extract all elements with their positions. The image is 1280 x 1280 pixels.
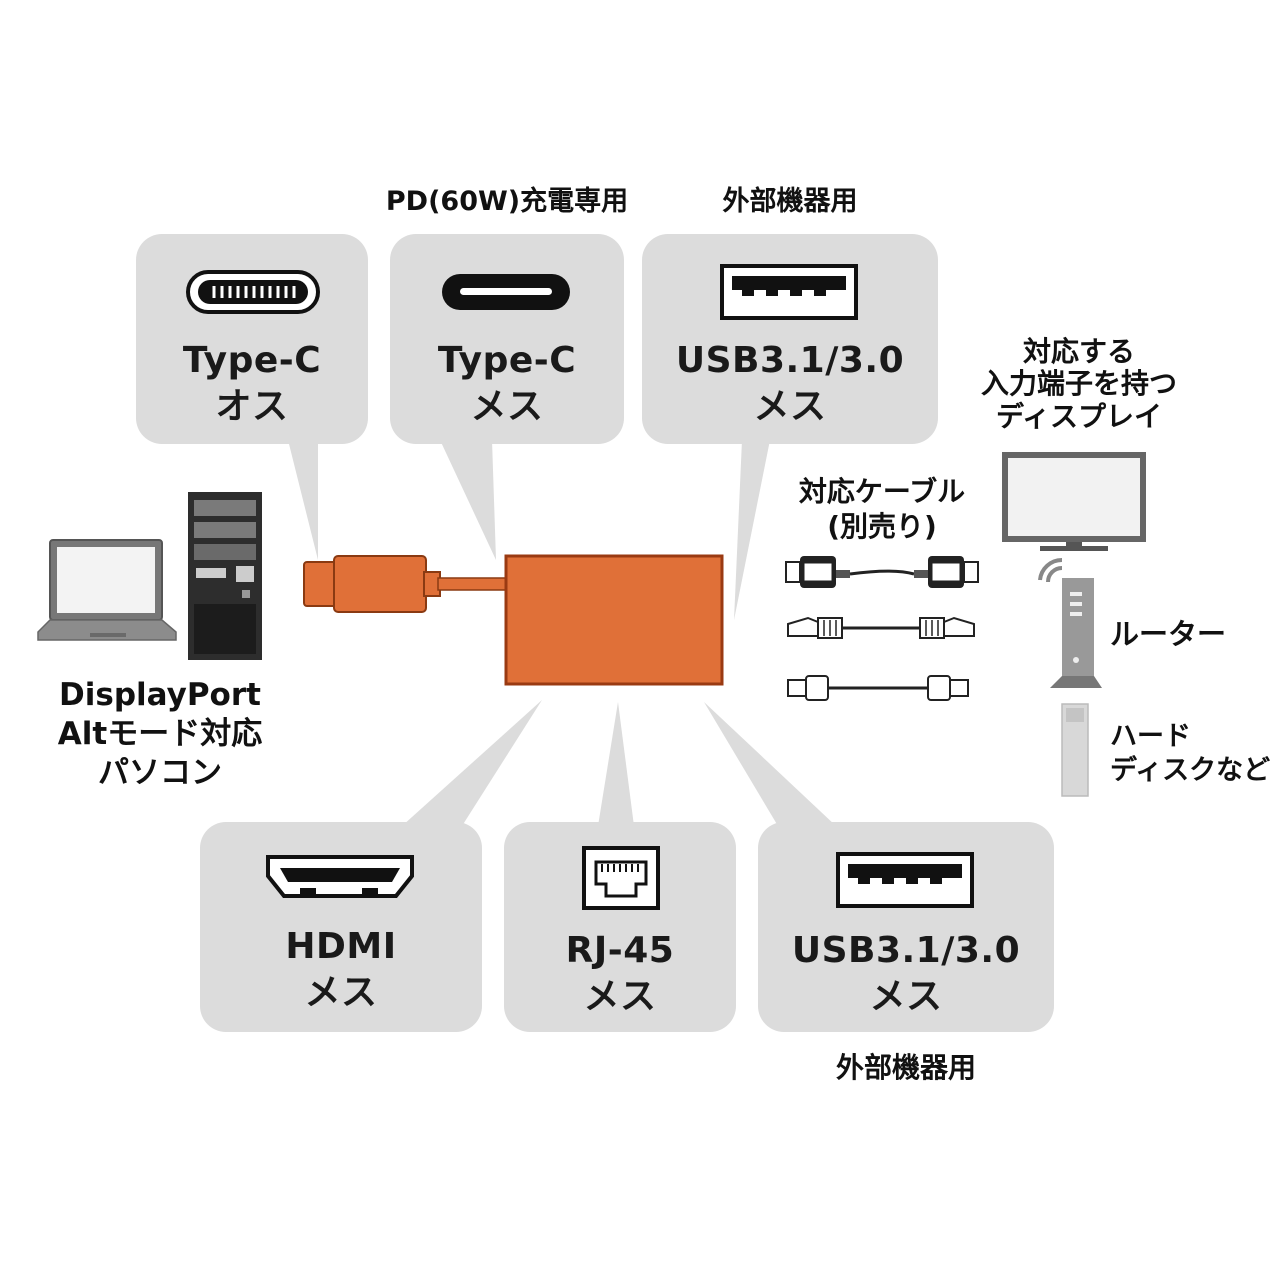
label-rj45: RJ-45 メス xyxy=(565,930,675,1018)
cable-label: 対応ケーブル (別売り) xyxy=(798,475,966,543)
label-usb-a-top: USB3.1/3.0 メス xyxy=(675,340,905,428)
router-label: ルーター xyxy=(1110,617,1227,651)
router-icon xyxy=(1038,557,1102,688)
usb-a-port-icon xyxy=(720,264,858,320)
hdd-label: ハード ディスクなど xyxy=(1110,721,1271,786)
note-top-3: 外部機器用 xyxy=(722,186,858,217)
label-hdmi: HDMI メス xyxy=(285,926,397,1014)
hdmi-cable-icon xyxy=(785,556,979,588)
note-top-2: PD(60W)充電専用 xyxy=(385,186,629,217)
laptop-icon xyxy=(37,539,177,641)
hdd-icon xyxy=(1061,703,1089,797)
desktop-tower-icon xyxy=(188,492,262,660)
usb-a-port-icon xyxy=(836,852,974,908)
bubble-top-3 xyxy=(642,234,938,620)
lan-cable-icon xyxy=(787,616,975,639)
pc-label: DisplayPort Altモード対応 パソコン xyxy=(57,677,263,791)
label-type-c-male: Type-C オス xyxy=(182,340,322,428)
label-type-c-female: Type-C メス xyxy=(437,340,577,428)
usb-c-male-icon xyxy=(186,270,320,314)
display-label: 対応する 入力端子を持つ ディスプレイ xyxy=(980,335,1177,433)
label-usb-a-bottom: USB3.1/3.0 メス xyxy=(791,930,1021,1018)
note-bottom-3: 外部機器用 xyxy=(835,1051,976,1084)
usb-c-female-icon xyxy=(442,274,570,310)
usb-c-cable-icon xyxy=(303,555,511,613)
monitor-icon xyxy=(1002,452,1146,551)
hdmi-port-icon xyxy=(266,855,414,898)
usb-cable-icon xyxy=(787,675,969,701)
adapter-body xyxy=(504,554,724,686)
bubble-bottom-2 xyxy=(504,702,736,1032)
bubble-bottom-3 xyxy=(704,702,1054,1032)
rj45-port-icon xyxy=(582,846,660,910)
